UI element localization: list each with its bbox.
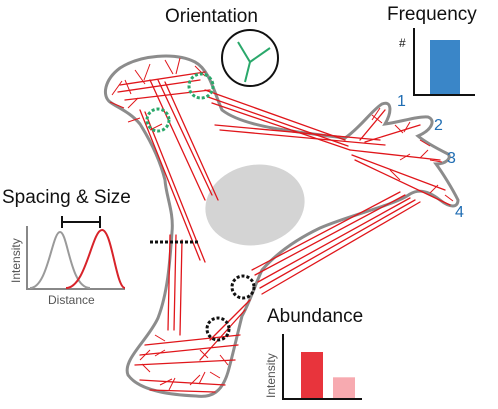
abundance-bars (301, 352, 355, 398)
orientation-title: Orientation (165, 6, 258, 27)
orientation-vectors (237, 41, 271, 83)
stress-fibers (117, 71, 451, 393)
frequency-title: Frequency (387, 4, 477, 25)
abundance-marker-circle (205, 316, 231, 342)
frequency-y-label: # (399, 36, 406, 50)
abundance-marker-circle (230, 274, 256, 300)
spacing-curve-gray (29, 230, 91, 289)
filopodium-label-4: 4 (455, 204, 464, 221)
abundance-bar-1 (301, 352, 323, 398)
orientation-circle-icon (221, 29, 279, 87)
spacing-x-label: Distance (48, 293, 95, 307)
nucleus (205, 164, 305, 246)
abundance-axes (282, 334, 362, 400)
spacing-size-title: Spacing & Size (2, 187, 131, 208)
actin-meshwork (109, 57, 454, 391)
frequency-axes (413, 28, 475, 96)
abundance-y-label: Intensity (264, 353, 278, 398)
orientation-marker-circle (187, 72, 215, 100)
spacing-y-label: Intensity (9, 238, 23, 283)
abundance-bar-2 (333, 377, 355, 398)
abundance-title: Abundance (267, 306, 363, 327)
spacing-bracket (61, 216, 101, 228)
frequency-bars (430, 40, 460, 94)
filopodium-label-1: 1 (397, 93, 406, 110)
spacing-axes (26, 226, 125, 290)
frequency-bar-1 (430, 40, 460, 94)
filopodium-label-2: 2 (434, 117, 443, 134)
orientation-marker-circle (145, 107, 171, 133)
spacing-curve-red (65, 228, 126, 289)
filopodium-label-3: 3 (447, 150, 456, 167)
